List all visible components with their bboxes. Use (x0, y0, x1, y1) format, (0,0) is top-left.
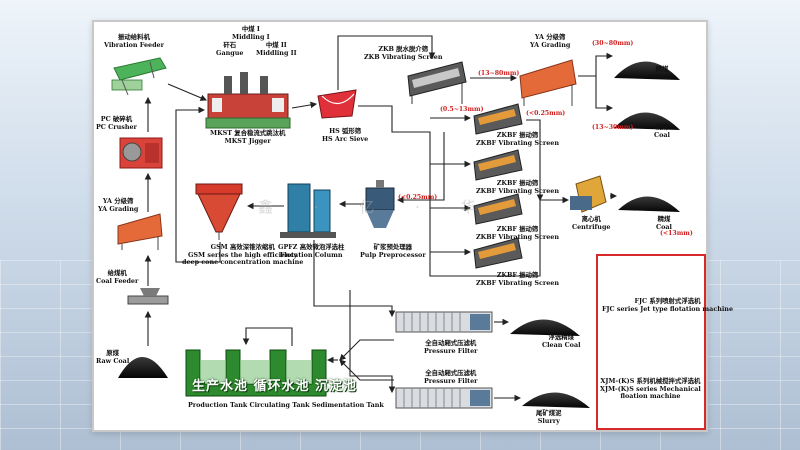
zkbf-screen-icon-4 (473, 237, 523, 269)
zkbf-screen-icon-3 (473, 193, 523, 225)
watermark: 鑫 · 亿 · 华 (258, 198, 494, 216)
zkbf-screen-icon-2 (473, 149, 523, 181)
size-05-13: (0.5~13mm) (440, 106, 484, 113)
raw-coal-pile-icon (118, 357, 168, 378)
coal-fine-pile-icon (618, 196, 680, 212)
gpfz-flotation-column-icon (280, 183, 336, 238)
hs-arc-sieve-icon (317, 89, 357, 119)
size-lt025-a: (<0.25mm) (526, 110, 566, 117)
clean-coal-pile-icon (510, 319, 580, 336)
coal-top-pile-icon (614, 61, 680, 80)
size-lt13: (<13mm) (660, 230, 693, 237)
size-30-80: (30~80mm) (592, 40, 634, 47)
zkbf-screen-icon-1 (473, 103, 523, 135)
size-13-30: (13~30mm) (592, 124, 634, 131)
pc-crusher-icon (119, 137, 163, 169)
coal-feeder-icon (127, 288, 169, 305)
tank-banner: 生产水池 循环水池 沉淀池 (192, 379, 358, 394)
size-13-80: (13~80mm) (478, 70, 520, 77)
zkb-vibrating-screen-icon (407, 61, 467, 104)
size-lt025-b: (<0.25mm) (398, 194, 438, 201)
water-tanks-icon (185, 349, 327, 397)
vibration-feeder-icon (111, 57, 167, 96)
pressure-filter-2-icon (395, 387, 493, 409)
gsm-thickener-icon (195, 183, 243, 240)
ya-grading-right-icon (519, 59, 577, 106)
flotation-machines-inset (596, 254, 706, 430)
centrifuge-icon (570, 175, 607, 213)
pulp-preprocessor-icon (365, 180, 395, 228)
coal-mid-pile-icon (614, 112, 680, 130)
slurry-pile-icon (522, 392, 590, 408)
mkst-jigger-icon (205, 72, 291, 129)
pressure-filter-1-icon (395, 311, 493, 333)
flow-arrows (144, 35, 618, 402)
label-tanks: Production Tank Circulating Tank Sedimen… (188, 401, 384, 409)
ya-grading-left-icon (117, 213, 163, 250)
